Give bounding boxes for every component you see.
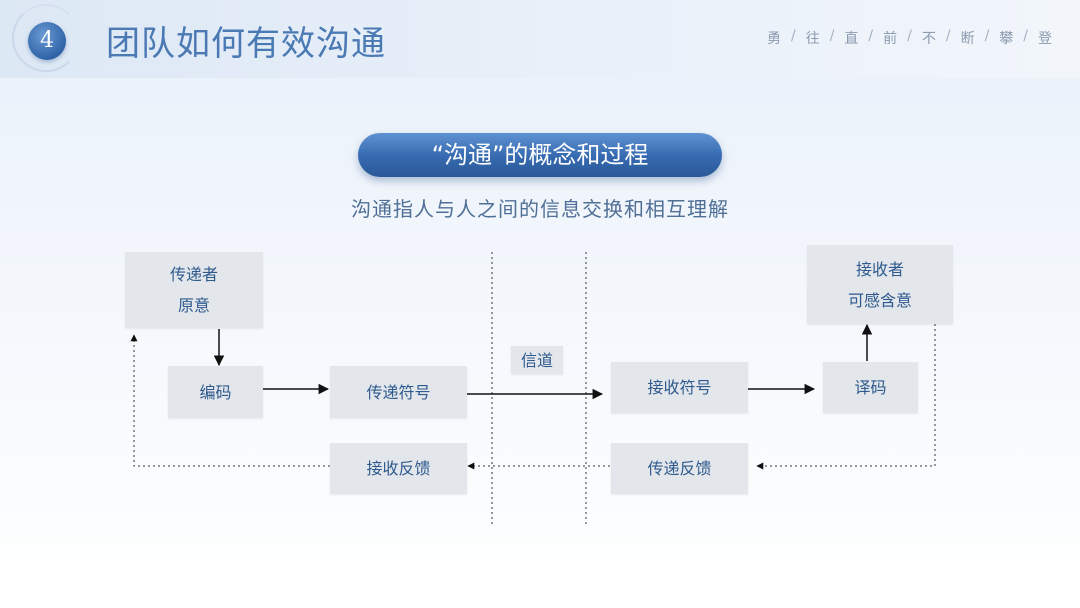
page-title: 团队如何有效沟通: [106, 24, 386, 64]
feedback-loop-receiver: [756, 324, 936, 470]
section-title-pill: “沟通”的概念和过程: [358, 133, 722, 177]
send-symbols-label: 传递符号: [366, 382, 431, 402]
receive-feedback-label: 接收反馈: [366, 459, 431, 478]
send-feedback-box: 传递反馈: [611, 443, 748, 494]
send-feedback-label: 传递反馈: [647, 459, 712, 478]
decode-box: 译码: [823, 362, 918, 413]
sender-intent-label: 原意: [177, 296, 210, 315]
slogan-char: 不: [921, 31, 936, 47]
channel-label: 信道: [520, 350, 553, 370]
receiver-box: 接收者 可感含意: [807, 245, 953, 324]
encode-label: 编码: [199, 382, 232, 402]
slogan-char: 前: [883, 31, 898, 47]
number-ring-decoration: [12, 4, 80, 72]
slogan-char: 勇: [766, 31, 781, 47]
send-symbols-box: 传递符号: [330, 366, 467, 418]
slogan-char: 攀: [999, 31, 1014, 47]
slogan-char: 登: [1038, 31, 1052, 47]
slogan-char: 断: [960, 31, 975, 47]
slogan-char: 直: [844, 31, 859, 47]
receive-feedback-box: 接收反馈: [330, 443, 467, 494]
header-bar: 4 团队如何有效沟通 勇/ 往/ 直/ 前/ 不/ 断/ 攀/ 登: [0, 0, 1080, 78]
receiver-meaning-label: 可感含意: [847, 290, 912, 310]
encode-box: 编码: [168, 366, 263, 418]
channel-box: 信道: [511, 346, 563, 374]
sender-box: 传递者 原意: [125, 252, 263, 328]
section-number-badge: 4: [28, 22, 66, 60]
section-subtitle: 沟通指人与人之间的信息交换和相互理解: [351, 197, 729, 221]
receive-symbols-label: 接收符号: [647, 378, 712, 397]
decode-label: 译码: [854, 378, 887, 397]
feedback-loop-sender: [130, 334, 330, 467]
receiver-label: 接收者: [855, 259, 904, 279]
sender-label: 传递者: [169, 265, 218, 284]
slogan-char: 往: [805, 31, 820, 47]
receive-symbols-box: 接收符号: [611, 362, 748, 413]
slogan: 勇/ 往/ 直/ 前/ 不/ 断/ 攀/ 登: [766, 28, 1052, 47]
